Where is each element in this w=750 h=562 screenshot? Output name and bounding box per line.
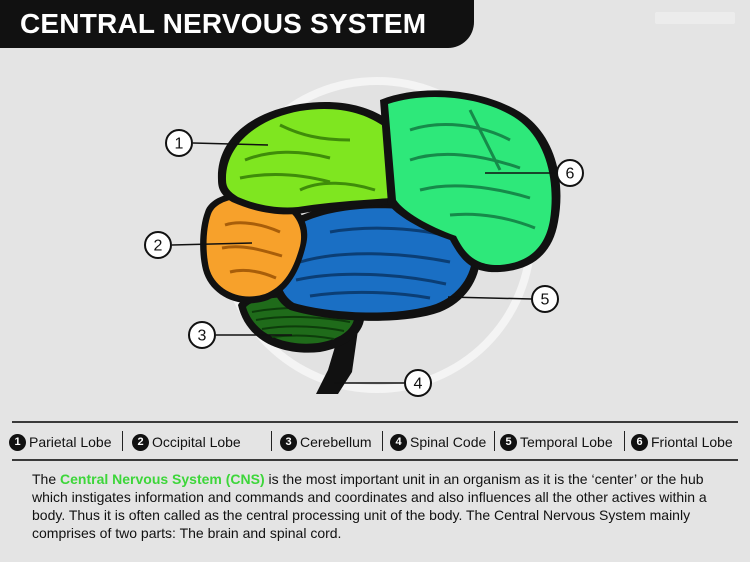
callout-6-label: 6: [566, 166, 575, 183]
spinal-cord: [316, 330, 358, 394]
legend-separator: [122, 431, 123, 451]
callout-3: 3: [188, 321, 216, 349]
callout-4-label: 4: [414, 376, 423, 393]
legend-item-parietal: 1 Parietal Lobe: [9, 433, 112, 451]
legend-label: Occipital Lobe: [152, 434, 241, 450]
legend: 1 Parietal Lobe 2 Occipital Lobe 3 Cereb…: [0, 421, 750, 461]
frontal-lobe: [380, 90, 561, 273]
description-body: is the most important unit in an organis…: [32, 471, 707, 541]
page-title: CENTRAL NERVOUS SYSTEM: [20, 8, 427, 39]
parietal-lobe: [217, 102, 398, 215]
legend-number-badge: 5: [500, 433, 517, 451]
callout-6: 6: [556, 159, 584, 187]
legend-label: Cerebellum: [300, 434, 372, 450]
callout-5: 5: [531, 285, 559, 313]
watermark-placeholder: [655, 12, 735, 24]
legend-divider-bottom: [12, 459, 738, 461]
callout-2: 2: [144, 231, 172, 259]
legend-item-temporal: 5 Temporal Lobe: [500, 433, 613, 451]
callout-1-label: 1: [175, 136, 184, 153]
legend-item-frontal: 6 Friontal Lobe: [631, 433, 733, 451]
title-banner: CENTRAL NERVOUS SYSTEM: [0, 0, 474, 48]
legend-label: Spinal Code: [410, 434, 487, 450]
legend-number-badge: 1: [9, 433, 26, 451]
legend-item-spinal: 4 Spinal Code: [390, 433, 486, 451]
callout-5-label: 5: [541, 292, 550, 309]
description-highlight: Central Nervous System (CNS): [60, 471, 265, 487]
callout-lines: [171, 142, 556, 384]
callout-3-label: 3: [198, 328, 207, 345]
callout-2-label: 2: [154, 238, 163, 255]
legend-separator: [271, 431, 272, 451]
legend-number-badge: 4: [390, 433, 407, 451]
callout-4: 4: [404, 369, 432, 397]
legend-separator: [494, 431, 495, 451]
legend-item-cerebellum: 3 Cerebellum: [280, 433, 372, 451]
legend-number-badge: 2: [132, 433, 149, 451]
legend-number-badge: 6: [631, 433, 648, 451]
callout-1: 1: [165, 129, 193, 157]
legend-item-occipital: 2 Occipital Lobe: [132, 433, 241, 451]
temporal-lobe: [268, 201, 481, 321]
occipital-lobe: [200, 191, 308, 304]
legend-number-badge: 3: [280, 433, 297, 451]
description-prefix: The: [32, 471, 61, 487]
legend-separator: [382, 431, 383, 451]
legend-label: Friontal Lobe: [651, 434, 733, 450]
description-paragraph: The Central Nervous System (CNS) is the …: [32, 470, 732, 542]
brain-diagram: 1 2 3 4 5 6: [144, 77, 584, 397]
legend-divider-top: [12, 421, 738, 423]
legend-label: Temporal Lobe: [520, 434, 613, 450]
legend-label: Parietal Lobe: [29, 434, 112, 450]
legend-separator: [624, 431, 625, 451]
